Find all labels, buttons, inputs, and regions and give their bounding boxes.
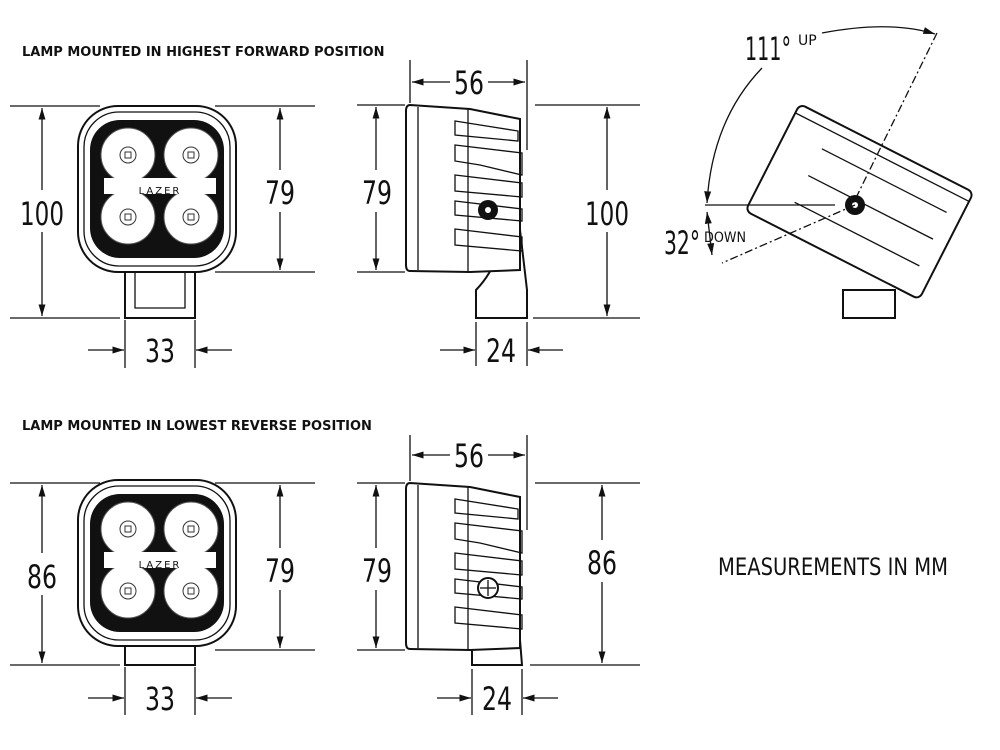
lamp-logo: LAZER [139, 560, 182, 571]
front-view: LAZER 100 79 33 [10, 105, 315, 370]
units-note: MEASUREMENTS IN MM [718, 553, 948, 581]
front-view: LAZER 86 79 33 [10, 479, 315, 718]
dimension-lamp-height: 79 [265, 174, 295, 212]
tilt-down-label: DOWN [704, 230, 746, 246]
lamp-side [405, 104, 523, 273]
section-highest-forward: LAMP MOUNTED IN HIGHEST FORWARD POSITION… [10, 26, 973, 370]
dimension-overall-height: 86 [587, 544, 617, 582]
dimension-overall-height: 86 [27, 558, 57, 596]
dimension-overall-height: 100 [20, 195, 64, 233]
dimension-bracket-width: 33 [145, 680, 175, 718]
mount-foot [842, 289, 896, 319]
dimension-depth: 56 [454, 64, 484, 102]
dimension-mount-width: 24 [482, 680, 512, 718]
dimension-lamp-height: 79 [265, 552, 295, 590]
section-title: LAMP MOUNTED IN HIGHEST FORWARD POSITION [22, 45, 384, 60]
dimension-lamp-height: 79 [362, 174, 392, 212]
lamp-side [405, 482, 523, 651]
dimension-depth: 56 [454, 437, 484, 475]
lamp-logo: LAZER [139, 186, 182, 197]
side-view: 56 79 100 24 [357, 60, 640, 370]
dimension-bracket-width: 33 [145, 332, 175, 370]
section-lowest-reverse: LAMP MOUNTED IN LOWEST REVERSE POSITION … [10, 419, 948, 718]
section-title: LAMP MOUNTED IN LOWEST REVERSE POSITION [22, 419, 372, 434]
tilt-view: 111° UP 32° DOWN [664, 26, 973, 319]
mounting-bracket [124, 262, 196, 319]
side-view: 56 79 86 24 [357, 435, 640, 718]
tilt-down-angle: 32° [664, 224, 700, 262]
dimension-overall-height: 100 [585, 195, 629, 233]
tilt-up-label: UP [798, 33, 817, 49]
dimension-lamp-height: 79 [362, 552, 392, 590]
dimension-mount-width: 24 [486, 332, 516, 370]
tilt-up-angle: 111° [745, 30, 791, 68]
